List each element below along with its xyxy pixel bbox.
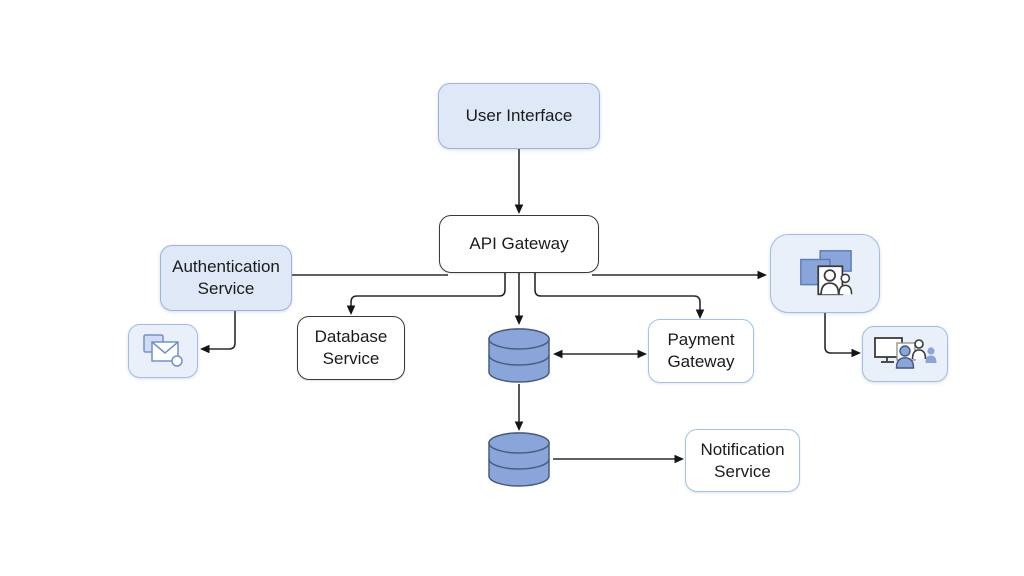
node-api-gateway-label: API Gateway — [469, 234, 569, 254]
node-authentication-service: Authentication Service — [160, 245, 292, 311]
monitor-team-icon — [874, 337, 937, 369]
edge-primary-database-to-secondary-database — [514, 384, 524, 431]
node-authentication-service-label: Authentication Service — [172, 257, 280, 298]
node-collaboration — [770, 234, 880, 313]
database-cylinder-icon — [488, 432, 550, 487]
edge-collaboration-node-to-meeting-node — [824, 313, 861, 358]
edge-primary-database-to-payment-gateway-bidirectional — [553, 349, 647, 359]
email-message-icon — [143, 334, 183, 367]
edge-api-gateway-to-collaboration-node — [592, 270, 767, 280]
node-database-service-label: Database Service — [314, 327, 388, 368]
node-payment-gateway-label: Payment Gateway — [667, 330, 735, 371]
shared-screens-users-icon — [800, 249, 853, 295]
node-payment-gateway: Payment Gateway — [648, 319, 754, 383]
database-cylinder-icon — [488, 328, 550, 383]
node-meeting — [862, 326, 948, 382]
edge-api-gateway-to-database-service — [346, 273, 506, 315]
edge-user-interface-to-api-gateway — [514, 149, 524, 214]
edge-api-gateway-to-primary-database — [514, 273, 524, 325]
node-user-interface: User Interface — [438, 83, 600, 149]
edge-api-gateway-to-payment-gateway — [534, 273, 705, 319]
node-database-service: Database Service — [297, 316, 405, 380]
node-notification-service-label: Notification Service — [700, 439, 785, 481]
edge-secondary-database-to-notification-service — [553, 454, 684, 464]
edge-authentication-service-to-email-node — [200, 311, 236, 354]
node-user-interface-label: User Interface — [465, 106, 573, 126]
node-notification-service: Notification Service — [685, 429, 800, 492]
node-api-gateway: API Gateway — [439, 215, 599, 273]
node-email-message — [128, 324, 198, 378]
